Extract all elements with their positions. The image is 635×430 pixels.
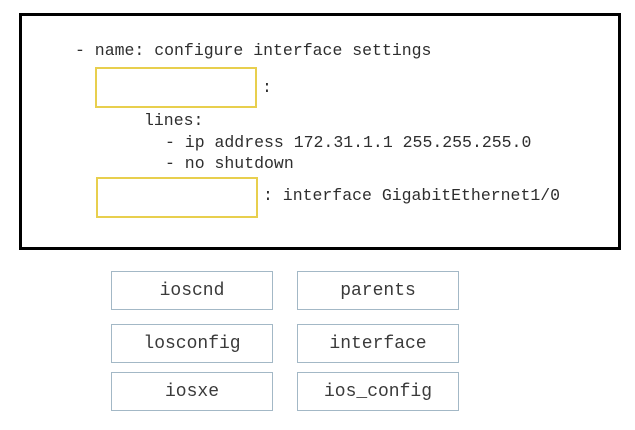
- option-ioscnd[interactable]: ioscnd: [111, 271, 273, 310]
- blank2-value: : interface GigabitEthernet1/0: [263, 186, 561, 205]
- blank1-colon: :: [262, 78, 272, 97]
- answer-blank-1[interactable]: [95, 67, 257, 108]
- option-losconfig[interactable]: losconfig: [111, 324, 273, 363]
- option-iosxe[interactable]: iosxe: [111, 372, 273, 411]
- command-no-shutdown: - no shutdown: [165, 154, 294, 173]
- answer-blank-2[interactable]: [96, 177, 258, 218]
- code-panel: - name: configure interface settings : l…: [19, 13, 621, 250]
- option-interface[interactable]: interface: [297, 324, 459, 363]
- command-ip-address: - ip address 172.31.1.1 255.255.255.0: [165, 133, 532, 152]
- option-ios-config[interactable]: ios_config: [297, 372, 459, 411]
- lines-key: lines:: [144, 111, 204, 130]
- task-name-line: - name: configure interface settings: [75, 41, 432, 60]
- option-parents[interactable]: parents: [297, 271, 459, 310]
